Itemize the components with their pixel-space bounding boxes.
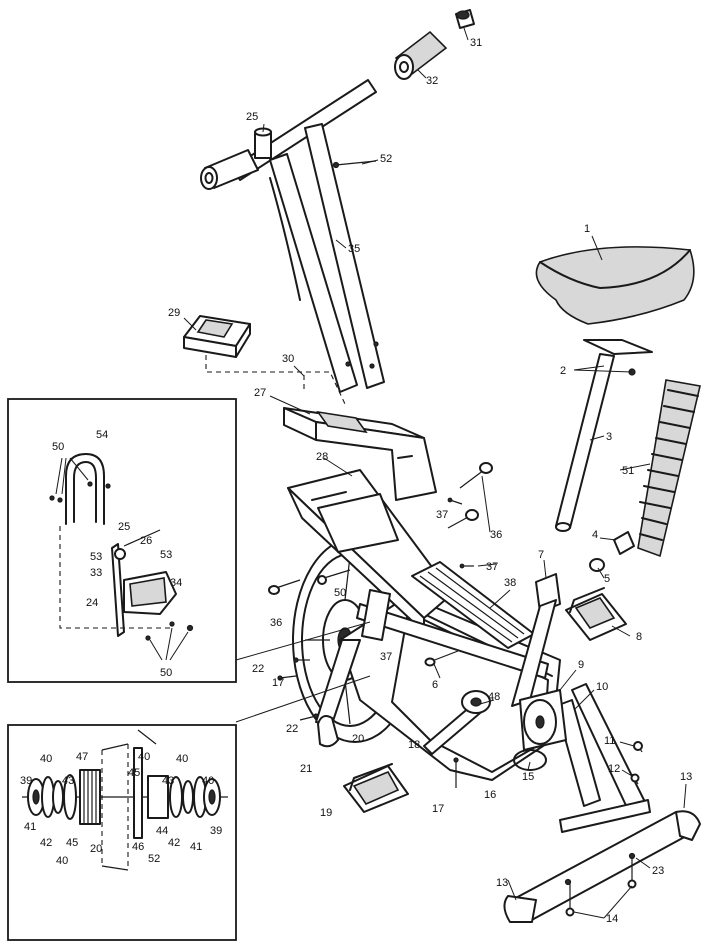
inset-top-callout-54: 54 bbox=[96, 429, 108, 441]
callout-17a: 17 bbox=[272, 677, 284, 689]
callout-36a: 36 bbox=[490, 529, 502, 541]
inset-bottom-callout-39a: 39 bbox=[20, 775, 32, 787]
inset-top-callout-53a: 53 bbox=[90, 551, 102, 563]
callout-11: 11 bbox=[604, 735, 615, 747]
inset-top-callout-50b: 50 bbox=[160, 667, 172, 679]
inset-bottom-callout-40a: 40 bbox=[40, 753, 52, 765]
inset-top-labels: 50 54 25 26 53 53 33 34 24 50 bbox=[52, 429, 182, 679]
callout-20: 20 bbox=[352, 733, 364, 745]
callout-17b: 17 bbox=[432, 803, 444, 815]
pedal-crank bbox=[343, 587, 627, 813]
callout-1: 1 bbox=[584, 223, 590, 235]
inset-bottom-callout-40c: 40 bbox=[176, 753, 188, 765]
inset-bottom-callout-41a: 41 bbox=[24, 821, 36, 833]
inset-connector-bottom bbox=[235, 675, 371, 723]
inset-top-callout-50a: 50 bbox=[52, 441, 64, 453]
inset-connector-top bbox=[235, 621, 371, 661]
inset-bottom-callout-40d: 40 bbox=[202, 775, 214, 787]
inset-bottom-callout-43b: 43 bbox=[162, 775, 174, 787]
handlebar-assembly bbox=[200, 9, 475, 190]
seat-assembly bbox=[535, 246, 701, 572]
callout-4: 4 bbox=[592, 529, 598, 541]
inset-bottom-callout-44: 44 bbox=[156, 825, 168, 837]
callout-16: 16 bbox=[484, 789, 496, 801]
inset-bottom-callout-45b: 45 bbox=[66, 837, 78, 849]
callout-23: 23 bbox=[652, 865, 664, 877]
callout-13b: 13 bbox=[680, 771, 692, 783]
inset-bottom-callout-41b: 41 bbox=[190, 841, 202, 853]
inset-bottom-callout-40e: 40 bbox=[56, 855, 68, 867]
inset-top-callout-25: 25 bbox=[118, 521, 130, 533]
callout-52: 52 bbox=[380, 153, 392, 165]
computer-module bbox=[183, 315, 346, 405]
callout-35: 35 bbox=[348, 243, 360, 255]
inset-bottom-callout-40b: 40 bbox=[138, 751, 150, 763]
callout-2: 2 bbox=[560, 365, 566, 377]
inset-bottom-callout-42a: 42 bbox=[40, 837, 52, 849]
callout-6: 6 bbox=[432, 679, 438, 691]
inset-top-callout-24: 24 bbox=[86, 597, 98, 609]
callout-7: 7 bbox=[538, 549, 544, 561]
inset-bottom-callout-45a: 45 bbox=[128, 767, 140, 779]
leader-lines bbox=[183, 27, 687, 919]
inset-top-callout-34: 34 bbox=[170, 577, 182, 589]
callout-48: 48 bbox=[488, 691, 500, 703]
inset-bottom-callout-43a: 43 bbox=[62, 775, 74, 787]
inset-top-callout-53b: 53 bbox=[160, 549, 172, 561]
hardware bbox=[268, 462, 643, 788]
inset-bottom-callout-42b: 42 bbox=[168, 837, 180, 849]
callout-30: 30 bbox=[282, 353, 294, 365]
callout-22b: 22 bbox=[286, 723, 298, 735]
callout-5: 5 bbox=[604, 573, 610, 585]
inset-top-callout-33: 33 bbox=[90, 567, 102, 579]
callout-19: 19 bbox=[320, 807, 332, 819]
stabilizer-feet bbox=[503, 810, 701, 923]
callout-32: 32 bbox=[426, 75, 438, 87]
callout-14: 14 bbox=[606, 913, 618, 925]
callout-3: 3 bbox=[606, 431, 612, 443]
callout-22a: 22 bbox=[252, 663, 264, 675]
callout-31: 31 bbox=[470, 37, 482, 49]
callout-37c: 37 bbox=[380, 651, 392, 663]
callout-25: 25 bbox=[246, 111, 258, 123]
callout-12: 12 bbox=[608, 763, 620, 775]
inset-bottom-callout-46: 46 bbox=[132, 841, 144, 853]
console-housing bbox=[283, 407, 437, 501]
inset-console-bracket bbox=[7, 398, 237, 683]
callout-8: 8 bbox=[636, 631, 642, 643]
inset-bottom-callout-20: 20 bbox=[90, 843, 102, 855]
callout-18: 18 bbox=[408, 739, 420, 751]
callout-9: 9 bbox=[578, 659, 584, 671]
callout-28: 28 bbox=[316, 451, 328, 463]
callout-27: 27 bbox=[254, 387, 266, 399]
callout-36b: 36 bbox=[270, 617, 282, 629]
callout-10: 10 bbox=[596, 681, 608, 693]
inset-bottom-callout-47: 47 bbox=[76, 751, 88, 763]
main-frame bbox=[287, 469, 651, 833]
callout-labels: 1 2 3 4 5 6 7 8 9 10 11 12 13 13 14 15 1… bbox=[168, 37, 692, 925]
inset-bottom-callout-52: 52 bbox=[148, 853, 160, 865]
callout-37b: 37 bbox=[486, 561, 498, 573]
callout-38: 38 bbox=[504, 577, 516, 589]
handlebar-upright bbox=[269, 123, 385, 393]
inset-bottom-labels: 40 47 40 40 39 43 45 43 40 41 42 45 44 4… bbox=[20, 751, 222, 867]
callout-15: 15 bbox=[522, 771, 534, 783]
callout-37a: 37 bbox=[436, 509, 448, 521]
inset-crank-bearing bbox=[7, 724, 237, 941]
callout-51: 51 bbox=[622, 465, 634, 477]
callout-13a: 13 bbox=[496, 877, 508, 889]
callout-50m: 50 bbox=[334, 587, 346, 599]
inset-bottom-callout-39b: 39 bbox=[210, 825, 222, 837]
callout-21: 21 bbox=[300, 763, 312, 775]
callout-29: 29 bbox=[168, 307, 180, 319]
inset-top-callout-26: 26 bbox=[140, 535, 152, 547]
